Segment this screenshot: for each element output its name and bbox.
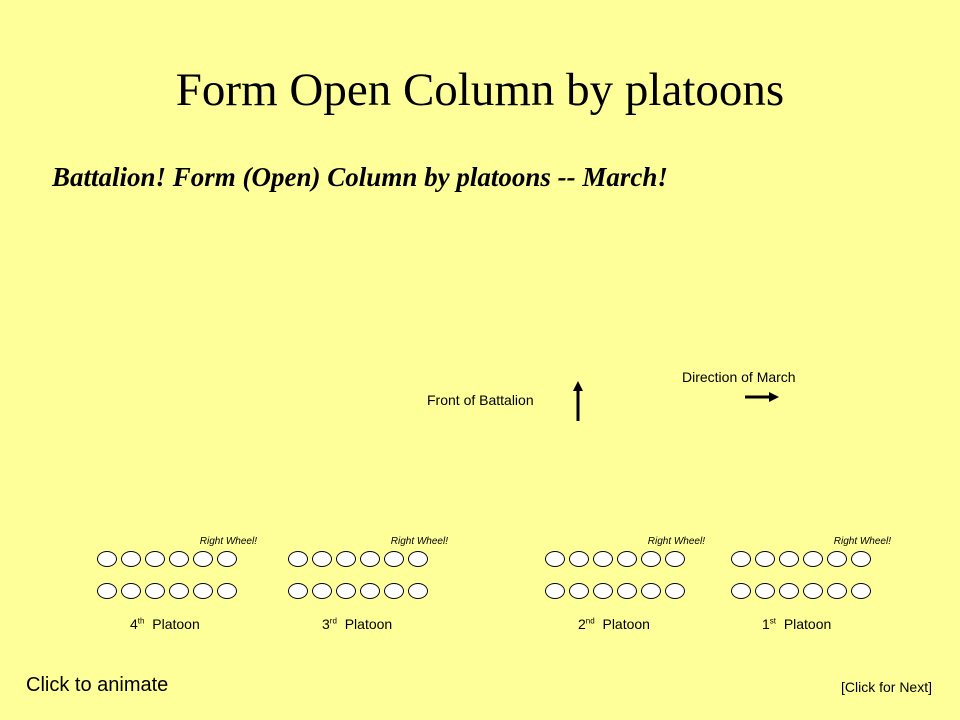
- platoon-number: 3: [322, 616, 330, 632]
- platoon-number: 1: [762, 616, 770, 632]
- soldier-marker: [121, 551, 141, 567]
- soldier-marker: [779, 583, 799, 599]
- soldier-marker: [545, 583, 565, 599]
- soldier-marker: [827, 583, 847, 599]
- soldier-marker: [569, 551, 589, 567]
- soldier-marker: [312, 551, 332, 567]
- right-wheel-command: Right Wheel!: [390, 536, 448, 547]
- soldier-marker: [360, 583, 380, 599]
- soldier-marker: [851, 551, 871, 567]
- soldier-marker: [193, 551, 213, 567]
- soldier-marker: [641, 551, 661, 567]
- soldier-marker: [569, 583, 589, 599]
- soldier-marker: [617, 551, 637, 567]
- soldier-marker: [121, 583, 141, 599]
- soldier-marker: [193, 583, 213, 599]
- soldier-marker: [755, 551, 775, 567]
- rear-rank: [545, 583, 705, 605]
- soldier-marker: [336, 551, 356, 567]
- soldier-marker: [665, 583, 685, 599]
- soldier-marker: [731, 551, 751, 567]
- direction-of-march-label: Direction of March: [682, 369, 796, 385]
- platoon-label: 4th Platoon: [130, 616, 290, 632]
- soldier-marker: [755, 583, 775, 599]
- soldier-marker: [217, 583, 237, 599]
- soldier-marker: [145, 583, 165, 599]
- platoon-word: Platoon: [602, 616, 650, 632]
- platoon-2: Right Wheel! 2nd Platoon: [545, 536, 705, 632]
- soldier-marker: [288, 551, 308, 567]
- soldier-marker: [641, 583, 661, 599]
- soldier-marker: [803, 551, 823, 567]
- platoon-word: Platoon: [783, 616, 832, 632]
- front-of-battalion-label: Front of Battalion: [427, 392, 534, 408]
- right-wheel-command: Right Wheel!: [199, 536, 257, 547]
- platoon-suffix: st: [769, 616, 777, 626]
- command-text: Battalion! Form (Open) Column by platoon…: [52, 162, 668, 192]
- platoon-suffix: rd: [329, 616, 337, 626]
- soldier-marker: [408, 551, 428, 567]
- soldier-marker: [731, 583, 751, 599]
- soldier-marker: [617, 583, 637, 599]
- platoon-word: Platoon: [344, 616, 393, 632]
- platoon-number: 4: [130, 616, 138, 632]
- soldier-marker: [803, 583, 823, 599]
- soldier-marker: [827, 551, 847, 567]
- soldier-marker: [779, 551, 799, 567]
- soldier-marker: [665, 551, 685, 567]
- platoon-label: 3rd Platoon: [322, 616, 482, 632]
- page-title: Form Open Column by platoons: [175, 64, 785, 116]
- platoon-suffix: th: [137, 616, 145, 626]
- soldier-marker: [336, 583, 356, 599]
- platoon-3: Right Wheel! 3rd Platoon: [288, 536, 448, 632]
- soldier-marker: [851, 583, 871, 599]
- soldier-marker: [384, 551, 404, 567]
- soldier-marker: [169, 551, 189, 567]
- platoon-4: Right Wheel! 4th Platoon: [97, 536, 257, 632]
- soldier-marker: [312, 583, 332, 599]
- rear-rank: [97, 583, 257, 605]
- platoon-1: Right Wheel! 1st Platoon: [731, 536, 891, 632]
- soldier-marker: [145, 551, 165, 567]
- soldier-marker: [360, 551, 380, 567]
- soldier-marker: [97, 551, 117, 567]
- rear-rank: [731, 583, 891, 605]
- platoon-word: Platoon: [152, 616, 200, 632]
- soldier-marker: [97, 583, 117, 599]
- soldier-marker: [545, 551, 565, 567]
- soldier-marker: [408, 583, 428, 599]
- front-rank: [97, 551, 257, 573]
- platoon-number: 2: [578, 616, 586, 632]
- rear-rank: [288, 583, 448, 605]
- march-arrow-icon: [745, 392, 779, 402]
- front-rank: [545, 551, 705, 573]
- soldier-marker: [384, 583, 404, 599]
- soldier-marker: [288, 583, 308, 599]
- soldier-marker: [217, 551, 237, 567]
- platoon-label: 2nd Platoon: [578, 616, 738, 632]
- soldier-marker: [593, 551, 613, 567]
- platoon-suffix: nd: [585, 616, 595, 626]
- soldier-marker: [169, 583, 189, 599]
- platoon-label: 1st Platoon: [762, 616, 922, 632]
- right-wheel-command: Right Wheel!: [833, 536, 891, 547]
- front-rank: [731, 551, 891, 573]
- next-button[interactable]: [Click for Next]: [840, 679, 932, 695]
- soldier-marker: [593, 583, 613, 599]
- front-arrow-icon: [573, 381, 583, 421]
- right-wheel-command: Right Wheel!: [647, 536, 705, 547]
- front-rank: [288, 551, 448, 573]
- animate-button[interactable]: Click to animate: [26, 674, 169, 696]
